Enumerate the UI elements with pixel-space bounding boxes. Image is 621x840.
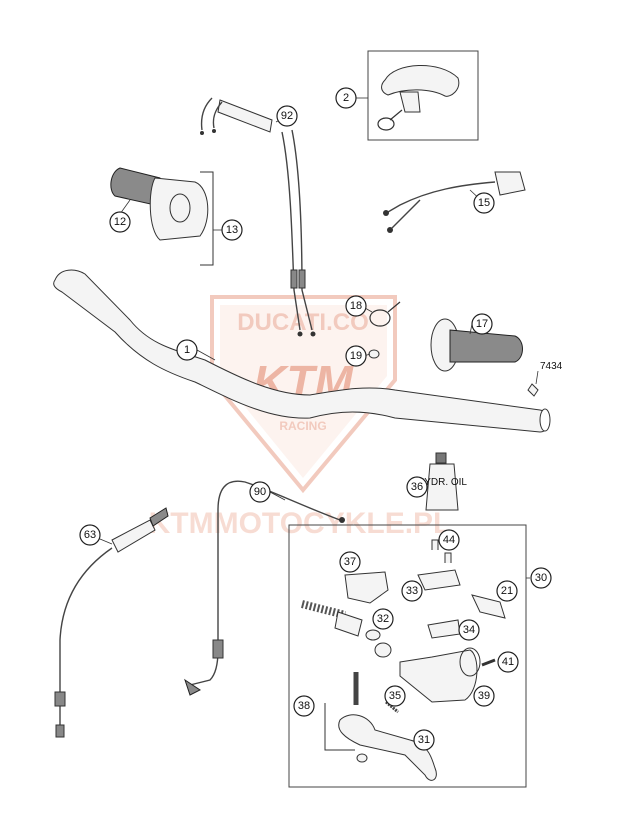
callout-90: 90	[249, 481, 271, 503]
switch-body	[494, 171, 526, 196]
gasket-34	[427, 619, 461, 639]
watermark: DUCATI.CO KTM RACING KTMMOTOCYKLE.PL	[149, 295, 452, 540]
strap-drawing	[377, 117, 395, 131]
svg-text:63: 63	[84, 529, 96, 541]
kill-switch	[383, 171, 526, 233]
svg-text:38: 38	[298, 700, 310, 712]
bottle-body	[425, 463, 459, 511]
oil-bottle: HYDR. OIL	[417, 452, 467, 511]
label-7434: 7434	[540, 361, 563, 372]
watermark-sub: RACING	[279, 419, 326, 433]
svg-text:31: 31	[418, 734, 430, 746]
throttle-cables	[200, 97, 316, 337]
small-parts	[368, 301, 539, 397]
callout-39: 39	[473, 685, 495, 707]
clutch-assembly	[288, 524, 527, 788]
bottle-label: HYDR. OIL	[417, 477, 467, 488]
left-grip	[430, 318, 523, 372]
callout-2: 2	[335, 87, 357, 109]
callout-35: 35	[384, 685, 406, 707]
callout-33: 33	[401, 580, 423, 602]
callout-13: 13	[221, 219, 243, 241]
callout-18: 18	[345, 295, 367, 317]
callout-34: 34	[458, 619, 480, 641]
callout-21: 21	[496, 580, 518, 602]
hot-start-cable	[54, 507, 169, 738]
pad-box	[367, 50, 479, 141]
callout-38: 38	[293, 695, 315, 717]
grip-body	[449, 329, 523, 363]
callout-31: 31	[413, 729, 435, 751]
pad-drawing	[381, 65, 460, 97]
cable-housing-top	[217, 99, 273, 133]
watermark-site: KTMMOTOCYKLE.PL	[149, 507, 452, 540]
clamp-37	[344, 571, 389, 604]
svg-text:17: 17	[476, 318, 488, 330]
throttle-grip	[110, 167, 214, 266]
callout-32: 32	[372, 608, 394, 630]
pad-clip	[399, 91, 421, 113]
svg-text:19: 19	[350, 350, 362, 362]
callout-92: 92	[276, 105, 298, 127]
cable-adjuster	[111, 519, 156, 553]
part-21	[471, 594, 506, 619]
svg-text:39: 39	[478, 690, 490, 702]
callout-37: 37	[339, 551, 361, 573]
svg-text:2: 2	[343, 92, 349, 104]
callout-30: 30	[530, 567, 552, 589]
callout-44: 44	[438, 529, 460, 551]
callout-36: 36	[406, 476, 428, 498]
callout-41: 41	[497, 651, 519, 673]
callout-15: 15	[473, 192, 495, 214]
clutch-box	[288, 524, 527, 788]
svg-text:12: 12	[114, 216, 126, 228]
svg-text:33: 33	[406, 585, 418, 597]
clutch-cable	[184, 480, 345, 696]
svg-text:15: 15	[478, 197, 490, 209]
clutch-lever	[338, 714, 437, 781]
svg-text:32: 32	[377, 613, 389, 625]
svg-text:41: 41	[502, 656, 514, 668]
callout-63: 63	[79, 524, 101, 546]
svg-text:35: 35	[389, 690, 401, 702]
svg-text:36: 36	[411, 481, 423, 493]
throttle-housing	[149, 177, 209, 241]
handlebar-pad-group	[367, 50, 479, 141]
watermark-brand-top: DUCATI.CO	[237, 309, 369, 336]
master-cylinder	[399, 649, 478, 703]
svg-text:90: 90	[254, 486, 266, 498]
svg-text:37: 37	[344, 556, 356, 568]
svg-text:1: 1	[184, 344, 190, 356]
svg-text:34: 34	[463, 624, 475, 636]
callout-17: 17	[471, 313, 493, 335]
svg-text:18: 18	[350, 300, 362, 312]
handlebar	[53, 269, 551, 433]
svg-text:30: 30	[535, 572, 547, 584]
cover-33	[417, 569, 461, 591]
svg-text:21: 21	[501, 585, 513, 597]
callout-12: 12	[109, 211, 131, 233]
svg-text:44: 44	[443, 534, 455, 546]
callout-1: 1	[176, 339, 198, 361]
callout-19: 19	[345, 345, 367, 367]
svg-text:92: 92	[281, 110, 293, 122]
svg-text:13: 13	[226, 224, 238, 236]
